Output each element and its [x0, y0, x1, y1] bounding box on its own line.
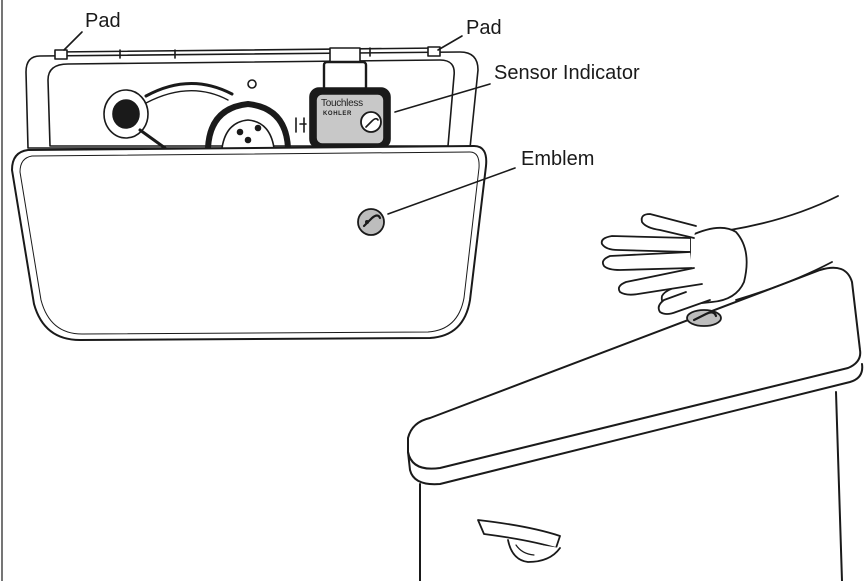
tank-closed-view [407, 195, 864, 581]
lid-emblem [357, 208, 385, 236]
pad-left-shape [54, 49, 68, 60]
flush-valve [205, 101, 291, 151]
tank-back-edge [54, 47, 441, 53]
tank-lid [11, 145, 488, 341]
pad-left-label: Pad [85, 10, 121, 32]
pad-left-callout-line [63, 31, 83, 51]
closed-lid-emblem [686, 309, 722, 327]
tank-ring [247, 79, 257, 89]
emblem-callout-line [387, 167, 516, 215]
emblem-label: Emblem [521, 148, 595, 170]
sensor-callout-line [394, 83, 491, 113]
closed-lid-top [407, 266, 862, 470]
pad-right-callout-line [437, 35, 463, 51]
side-bracket [295, 117, 307, 133]
pad-right-shape [427, 46, 441, 57]
tank-top-view [11, 31, 516, 341]
hand-icon [600, 195, 839, 315]
closed-tank-body [419, 391, 843, 581]
pad-right-label: Pad [466, 17, 502, 39]
sensor-module [309, 47, 391, 149]
sensor-indicator-label: Sensor Indicator [494, 62, 640, 84]
sensor-brand-kohler: KOHLER [323, 111, 352, 117]
tank-lid-inner-edge [19, 151, 480, 335]
closed-lid-edge [407, 363, 864, 486]
sensor-brand-touchless: Touchless [321, 98, 363, 109]
flapper-assembly [103, 82, 234, 150]
flush-handle [477, 519, 561, 563]
